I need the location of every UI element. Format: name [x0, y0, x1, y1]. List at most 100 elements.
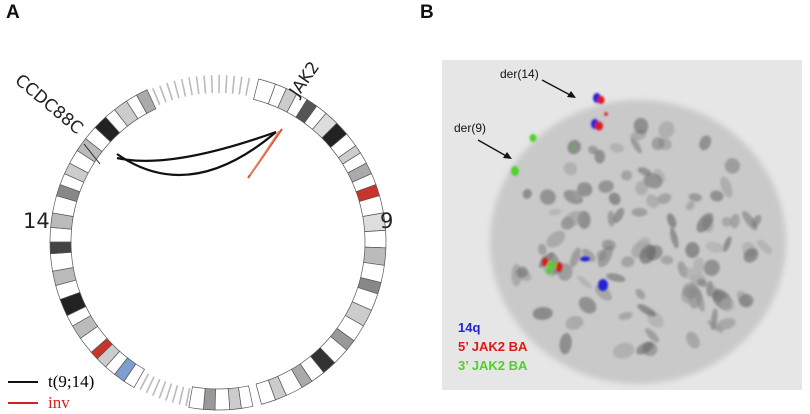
- chromosome-blob: [703, 259, 720, 277]
- signal-speck-2: [572, 146, 576, 150]
- chromosome-blob: [751, 214, 762, 227]
- signal-speck-1: [604, 112, 608, 116]
- chromosome-blob: [608, 192, 621, 205]
- signal-14q-normal-a: [580, 256, 590, 262]
- chromosome-blob: [721, 216, 733, 227]
- gap-tick: [245, 77, 251, 96]
- chromosome-blob: [539, 189, 556, 205]
- chromosome-blob: [697, 278, 708, 288]
- chr14-band: [49, 226, 72, 243]
- chromosome-blob: [565, 315, 584, 330]
- chr9-band: [188, 386, 206, 410]
- signal-5-jak2-der14-b: [595, 121, 603, 131]
- chromosome-blob: [577, 182, 593, 197]
- chromosome-blob: [637, 304, 656, 317]
- gap-tick: [152, 378, 161, 397]
- chromosome-blob: [532, 306, 553, 321]
- chromosome-blob: [670, 227, 679, 249]
- chromosome-blob: [569, 247, 581, 268]
- gap-tick: [159, 85, 167, 103]
- chromosome-blob: [685, 242, 700, 258]
- chromosome-blob: [696, 213, 714, 233]
- der14-arrow: [541, 79, 573, 97]
- chromosome-blob: [720, 176, 733, 198]
- chr14-band: [136, 89, 157, 114]
- legend-inversion-swatch: [8, 402, 38, 404]
- circos-plot: CCDC88C JAK2 14 9: [11, 58, 393, 411]
- signal-3-jak2-der9-a: [529, 134, 537, 142]
- gap-tick: [166, 82, 174, 101]
- gap-tick: [195, 76, 200, 95]
- legend-inversion: inv: [8, 393, 70, 413]
- chromosome-9-label: 9: [380, 209, 393, 233]
- chromosome-blob: [635, 180, 649, 196]
- chromosome-blob: [577, 275, 592, 289]
- chromosome-blob: [594, 149, 606, 164]
- chromosome-blob: [658, 121, 675, 139]
- chromosome-blob: [724, 158, 741, 174]
- chromosome-blob: [693, 257, 705, 275]
- chromosome-blob: [637, 167, 652, 176]
- chromosome-blob: [606, 273, 626, 282]
- chromosome-blob: [636, 341, 654, 355]
- chromosome-blob: [594, 285, 612, 301]
- chromosome-blob: [559, 333, 572, 355]
- chromosome-blob: [666, 213, 677, 229]
- chromosome-blob: [517, 266, 529, 278]
- chromosome-blob: [651, 136, 665, 151]
- gap-tick: [185, 388, 191, 407]
- gap-tick: [145, 376, 155, 394]
- chromosome-blob: [522, 188, 532, 199]
- gap-tick: [180, 78, 187, 97]
- chromosome-blob: [630, 137, 642, 154]
- der9-arrow: [477, 139, 509, 158]
- signal-5-jak2-der14-a: [597, 96, 605, 104]
- gap-tick: [165, 383, 173, 401]
- signal-5-jak2-normal: [542, 258, 548, 266]
- chromosome-blob: [538, 243, 547, 256]
- chromosome-blob: [598, 180, 614, 193]
- chromosome-blob: [699, 135, 712, 151]
- ccdc88c-pointer-line: [83, 143, 101, 165]
- chromosome-blob: [688, 193, 703, 202]
- chromosome-blob: [578, 296, 597, 314]
- gap-tick: [158, 381, 167, 399]
- signal-3-jak2-der9-b: [511, 166, 519, 176]
- translocation-arc-outer: [116, 131, 277, 177]
- chr9-band: [253, 78, 276, 105]
- chr14-band: [50, 251, 74, 272]
- panel-b-label: B: [420, 2, 434, 23]
- chromosome-blob: [660, 255, 674, 265]
- chromosome-blob: [546, 230, 566, 248]
- gap-tick: [203, 75, 207, 94]
- translocation-arc-inner: [116, 130, 277, 162]
- chromosome-blob: [710, 190, 724, 202]
- fish-metaphase-image: der(14) der(9) 14q 5’ JAK2 BA 3’ JAK2 BA: [442, 60, 802, 390]
- chromosome-blob: [548, 208, 562, 216]
- chromosome-ideogram-ring: [49, 78, 387, 411]
- chromosome-blob: [743, 248, 759, 263]
- der9-label: der(9): [454, 121, 486, 135]
- fish-legend-5-jak2: 5’ JAK2 BA: [458, 339, 528, 354]
- chromosome-blob: [639, 244, 656, 264]
- chromosome-blob: [682, 282, 698, 299]
- gene-label-ccdc88c: CCDC88C: [11, 71, 87, 139]
- chromosome-blob: [610, 142, 624, 153]
- signal-5-jak2-normal-b: [556, 262, 562, 272]
- fish-legend-14q: 14q: [458, 320, 481, 335]
- signal-3-jak2-normal-b: [546, 268, 552, 274]
- chromosome-blob: [646, 194, 659, 208]
- signal-14q-normal-b: [598, 279, 608, 291]
- chromosome-blob: [612, 342, 635, 359]
- chr14-band: [49, 241, 72, 255]
- legend-translocation: t(9;14): [8, 372, 94, 392]
- gap-tick: [210, 75, 214, 94]
- unassembled-gap-ticks: [139, 74, 251, 407]
- chromosome-blob: [738, 293, 754, 308]
- fish-legend-3-jak2: 3’ JAK2 BA: [458, 358, 528, 373]
- chromosome-blob: [730, 213, 740, 229]
- legend-inversion-label: inv: [48, 393, 70, 412]
- chromosome-blob: [621, 170, 633, 181]
- chromosome-blob: [635, 288, 646, 300]
- der14-arrowhead: [567, 91, 576, 98]
